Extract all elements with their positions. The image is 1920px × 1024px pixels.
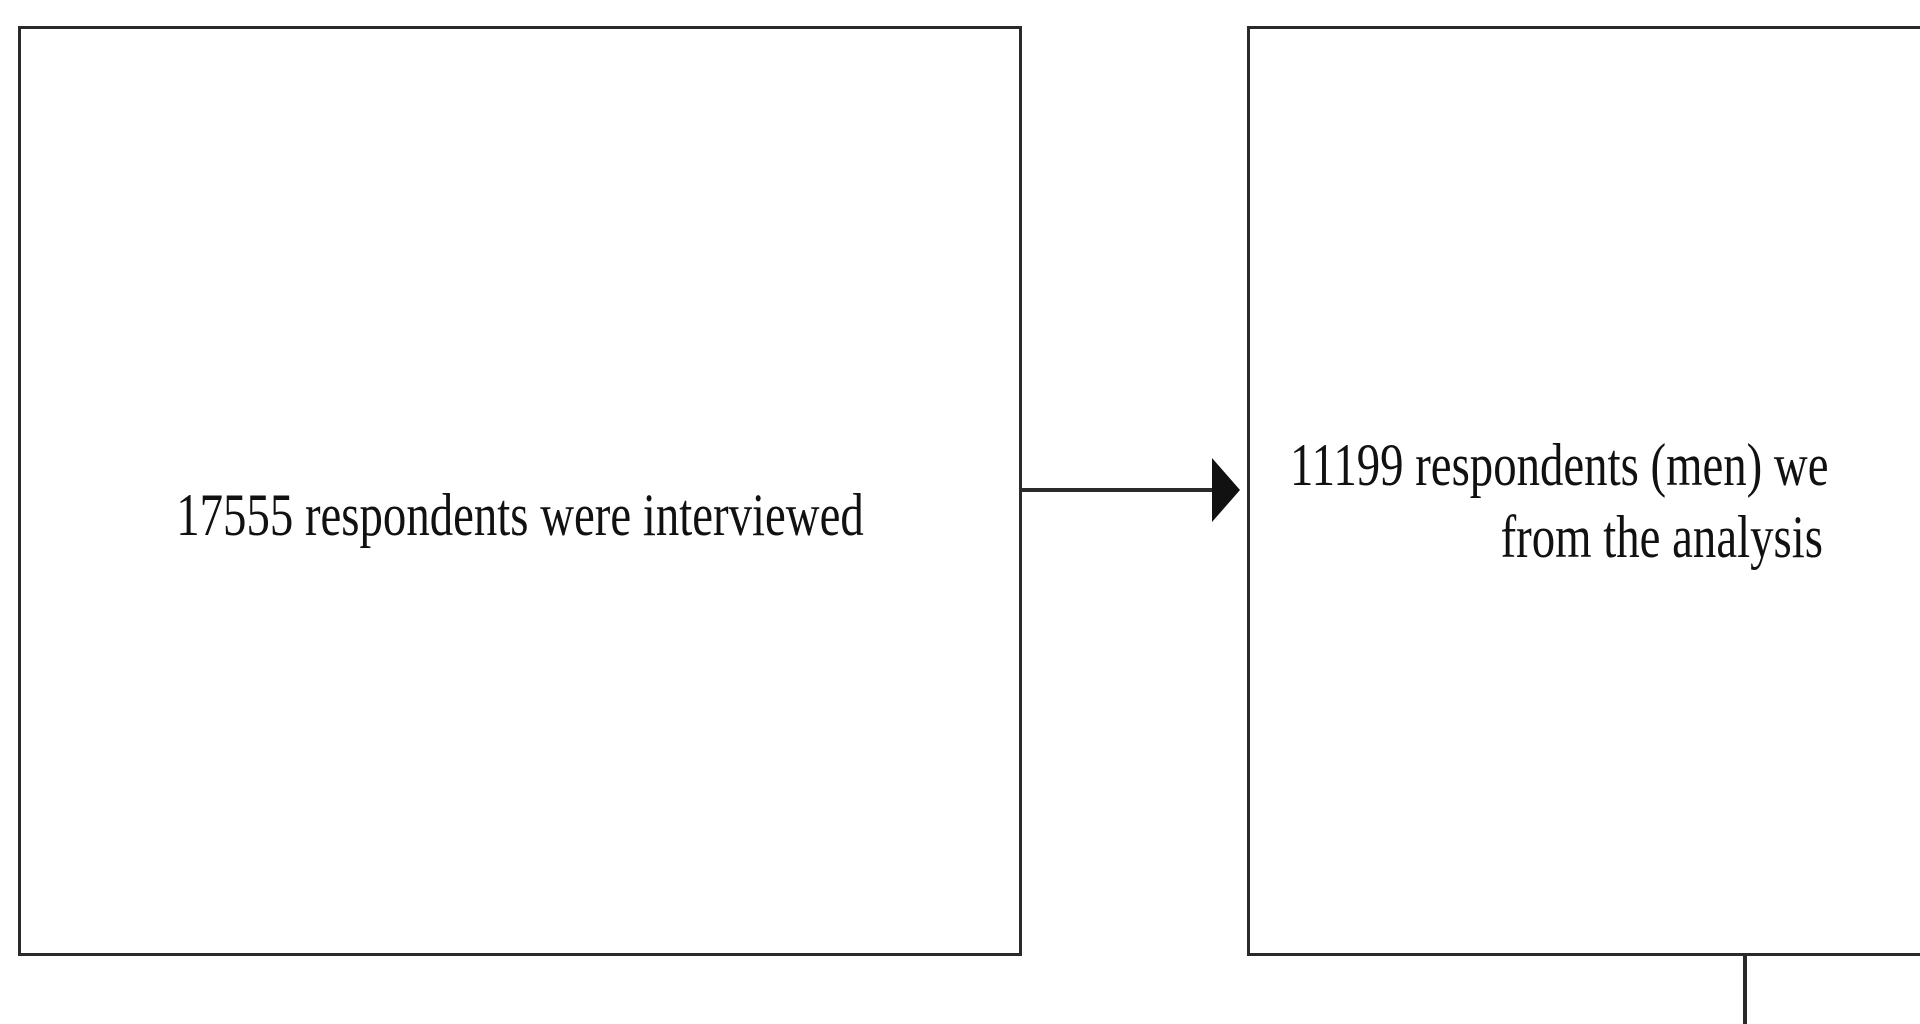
box-excluded-men: 11199 respondents (men) we from the anal… [1247, 26, 1920, 956]
box-excluded-men-label: 11199 respondents (men) we from the anal… [1290, 429, 1920, 573]
box-excluded-men-line-2: from the analysis [1500, 504, 1823, 570]
arrow-head-right [1212, 458, 1240, 522]
box-interviewed-label: 17555 respondents were interviewed [176, 482, 864, 548]
box-excluded-men-line-1: 11199 respondents (men) we [1290, 432, 1829, 498]
box-interviewed: 17555 respondents were interviewed [18, 26, 1022, 956]
